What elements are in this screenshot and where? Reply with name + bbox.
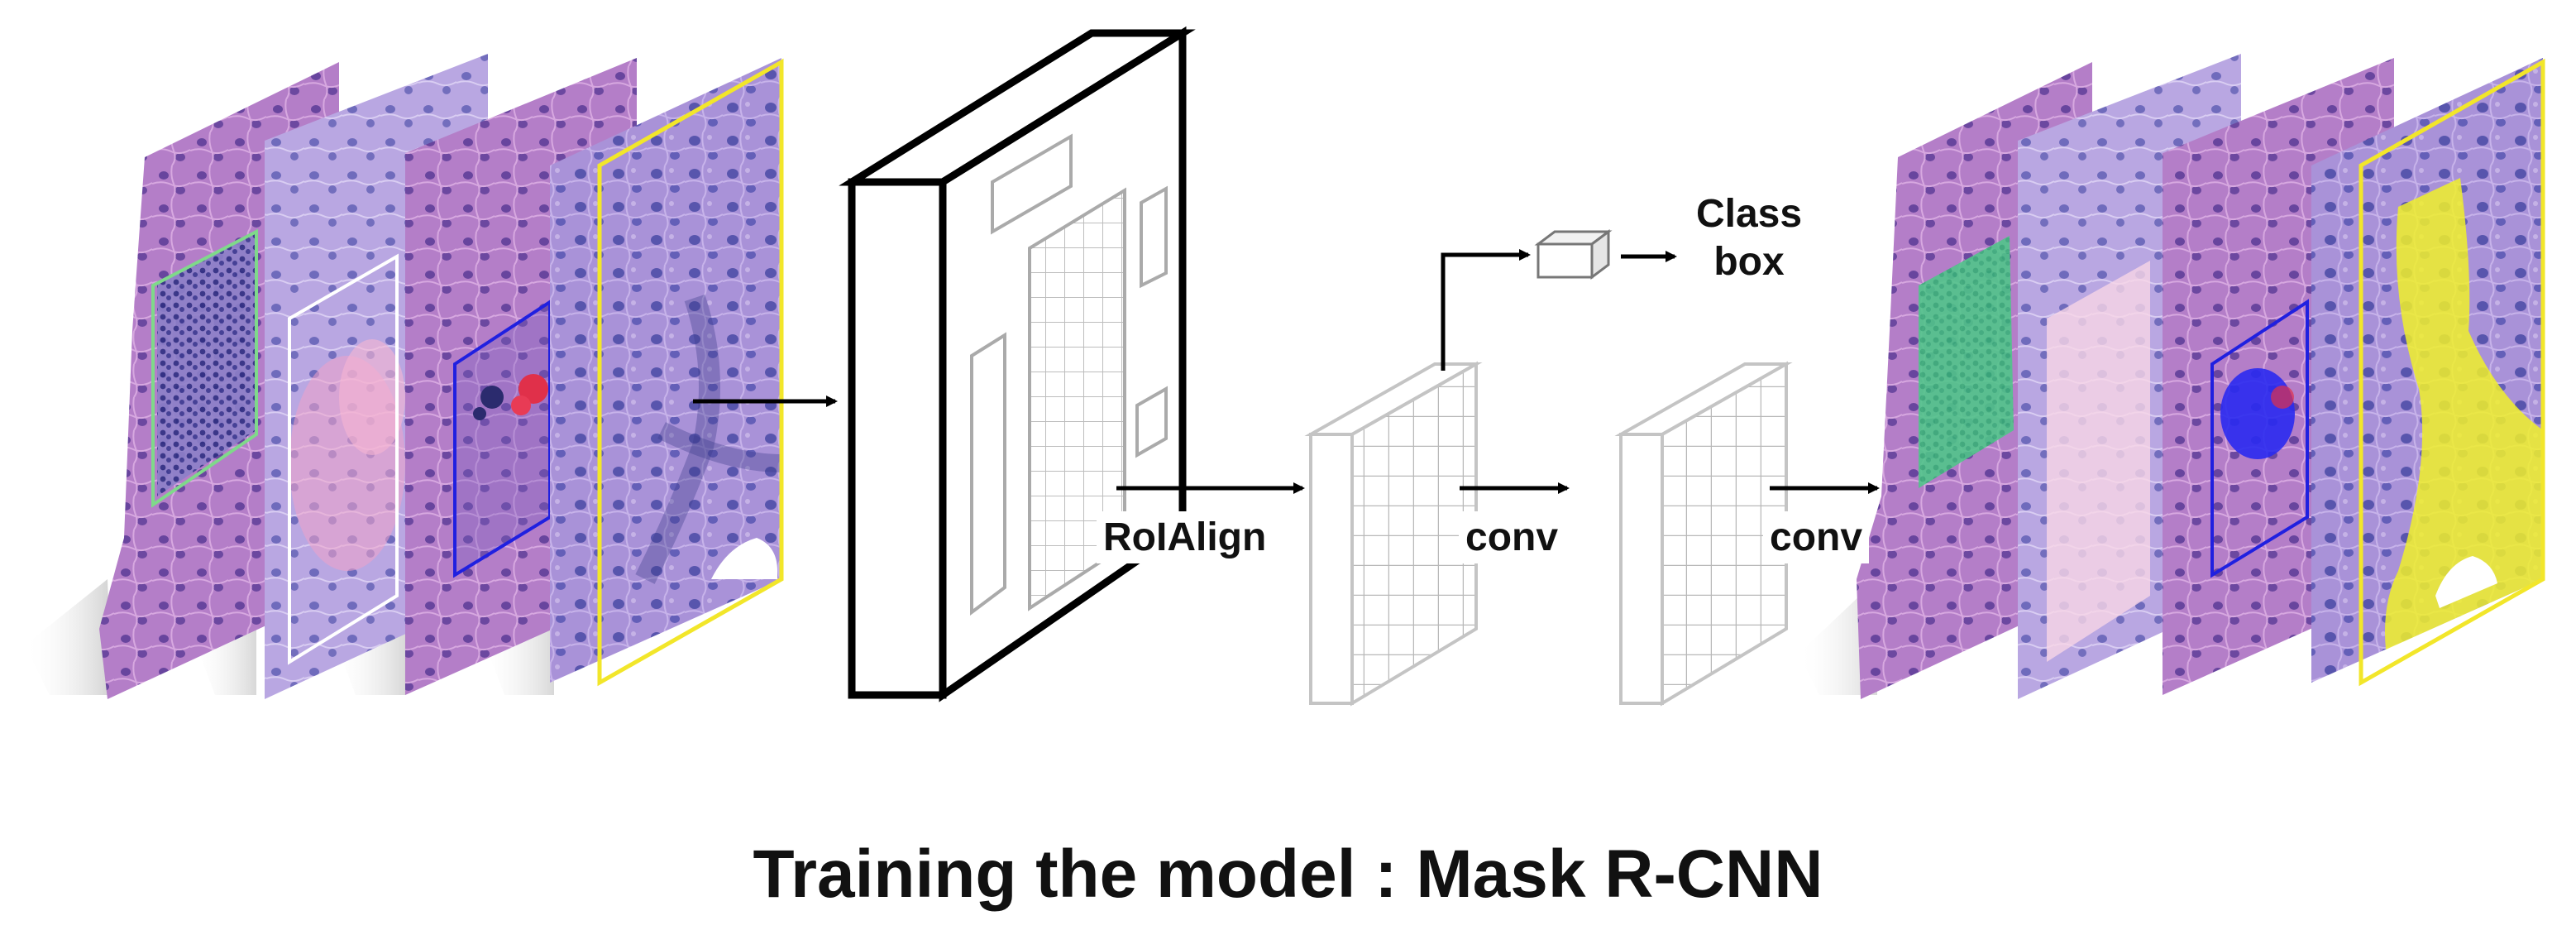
input-shadow bbox=[25, 579, 112, 695]
annotation-box-yellow-out bbox=[2359, 58, 2545, 687]
output-slice-4 bbox=[2311, 58, 2545, 687]
input-slice-4 bbox=[550, 58, 784, 687]
feature-map-1 bbox=[1304, 361, 1483, 707]
mask-pink bbox=[2047, 261, 2150, 662]
annotation-box-yellow bbox=[597, 58, 784, 687]
annotation-box-blue-out bbox=[2210, 299, 2309, 578]
box-label: box bbox=[1713, 240, 1785, 284]
conv-label-2: conv bbox=[1763, 511, 1870, 563]
class-box-label: Class box bbox=[1687, 190, 1811, 286]
roialign-label: RoIAlign bbox=[1097, 511, 1274, 563]
class-box-head bbox=[1534, 229, 1613, 280]
backbone-block bbox=[839, 26, 1196, 702]
diagram-title: Training the model : Mask R-CNN bbox=[753, 837, 1823, 912]
mask-yellow bbox=[2385, 178, 2543, 650]
annotation-box-white bbox=[288, 253, 399, 665]
output-slices bbox=[1799, 54, 2545, 699]
conv-label-1: conv bbox=[1459, 511, 1565, 563]
arrow-to-class-box bbox=[1441, 249, 1531, 371]
input-slices bbox=[25, 54, 784, 699]
class-label: Class bbox=[1695, 192, 1803, 236]
mask-blue bbox=[2220, 368, 2295, 459]
annotation-box-green bbox=[151, 228, 258, 508]
feature-map-2 bbox=[1614, 361, 1793, 707]
